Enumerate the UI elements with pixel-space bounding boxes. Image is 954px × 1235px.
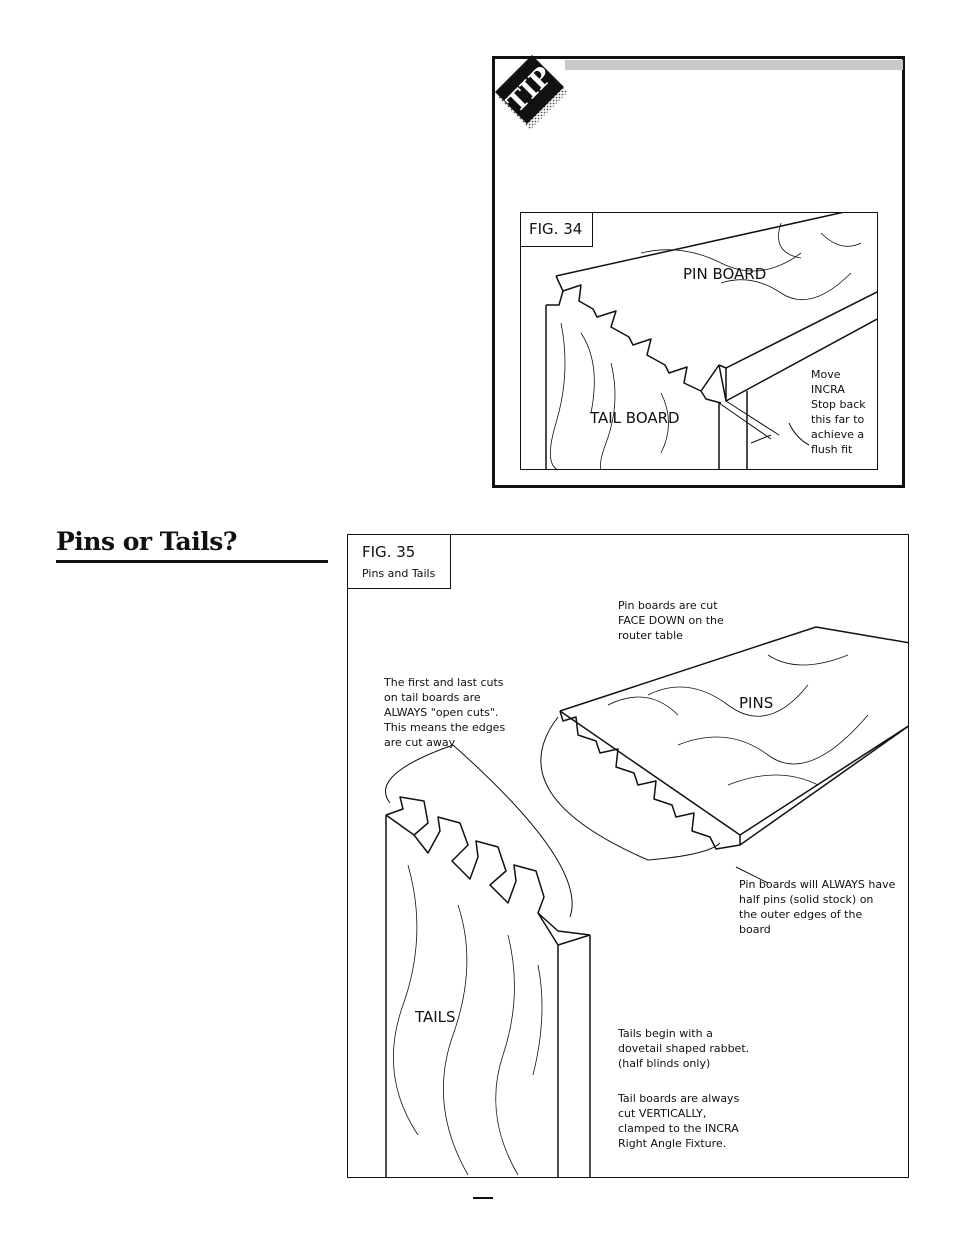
note-line: this far to <box>811 413 865 426</box>
fig34-label-box: FIG. 34 <box>521 213 593 247</box>
note-half-pins: Pin boards will ALWAYS have half pins (s… <box>739 877 895 937</box>
fig34-drawing <box>545 213 877 469</box>
note-line: router table <box>618 629 683 642</box>
note-line: FACE DOWN on the <box>618 614 724 627</box>
note-line: clamped to the INCRA <box>618 1122 739 1135</box>
note-line: flush fit <box>811 443 853 456</box>
pin-board-label: PIN BOARD <box>683 265 767 283</box>
note-line: half pins (solid stock) on <box>739 893 874 906</box>
note-line: cut VERTICALLY, <box>618 1107 707 1120</box>
note-line: are cut away <box>384 736 456 749</box>
note-line: The first and last cuts <box>384 676 504 689</box>
note-tails-vertical: Tail boards are always cut VERTICALLY, c… <box>618 1091 739 1151</box>
figure-35: FIG. 35 Pins and Tails PINS TAILS Pin bo… <box>347 534 909 1178</box>
fig35-subtitle: Pins and Tails <box>362 567 436 580</box>
tails-label: TAILS <box>415 1008 456 1026</box>
fig34-label: FIG. 34 <box>529 220 583 238</box>
note-face-down: Pin boards are cut FACE DOWN on the rout… <box>618 598 724 643</box>
pins-label: PINS <box>739 694 774 712</box>
note-line: Move <box>811 368 841 381</box>
fig35-drawing <box>385 626 908 1177</box>
note-line: on tail boards are <box>384 691 481 704</box>
note-line: (half blinds only) <box>618 1057 711 1070</box>
section-heading: Pins or Tails? <box>56 527 237 556</box>
note-line: This means the edges <box>384 721 506 734</box>
note-line: board <box>739 923 771 936</box>
tip-header-bar <box>565 60 903 70</box>
note-line: Stop back <box>811 398 866 411</box>
note-line: achieve a <box>811 428 865 441</box>
note-line: dovetail shaped rabbet. <box>618 1042 750 1055</box>
note-line: Right Angle Fixture. <box>618 1137 727 1150</box>
note-line: INCRA <box>811 383 845 396</box>
tail-board-label: TAIL BOARD <box>590 409 680 427</box>
note-open-cuts: The first and last cuts on tail boards a… <box>384 675 505 750</box>
note-line: ALWAYS "open cuts". <box>384 706 499 719</box>
fig35-label-box: FIG. 35 Pins and Tails <box>348 535 451 589</box>
note-line: Tails begin with a <box>618 1027 713 1040</box>
page-number-dash <box>473 1197 493 1199</box>
figure-34: FIG. 34 PIN BOARD TAIL BOARD Move INCRA … <box>520 212 878 470</box>
note-tails-begin: Tails begin with a dovetail shaped rabbe… <box>618 1026 749 1071</box>
fig35-label: FIG. 35 <box>362 543 416 561</box>
note-line: Pin boards will ALWAYS have <box>739 878 896 891</box>
note-line: Pin boards are cut <box>618 599 718 612</box>
heading-rule <box>56 560 328 563</box>
note-line: the outer edges of the <box>739 908 863 921</box>
note-line: Tail boards are always <box>618 1092 740 1105</box>
stop-back-note: Move INCRA Stop back this far to achieve… <box>811 367 866 457</box>
